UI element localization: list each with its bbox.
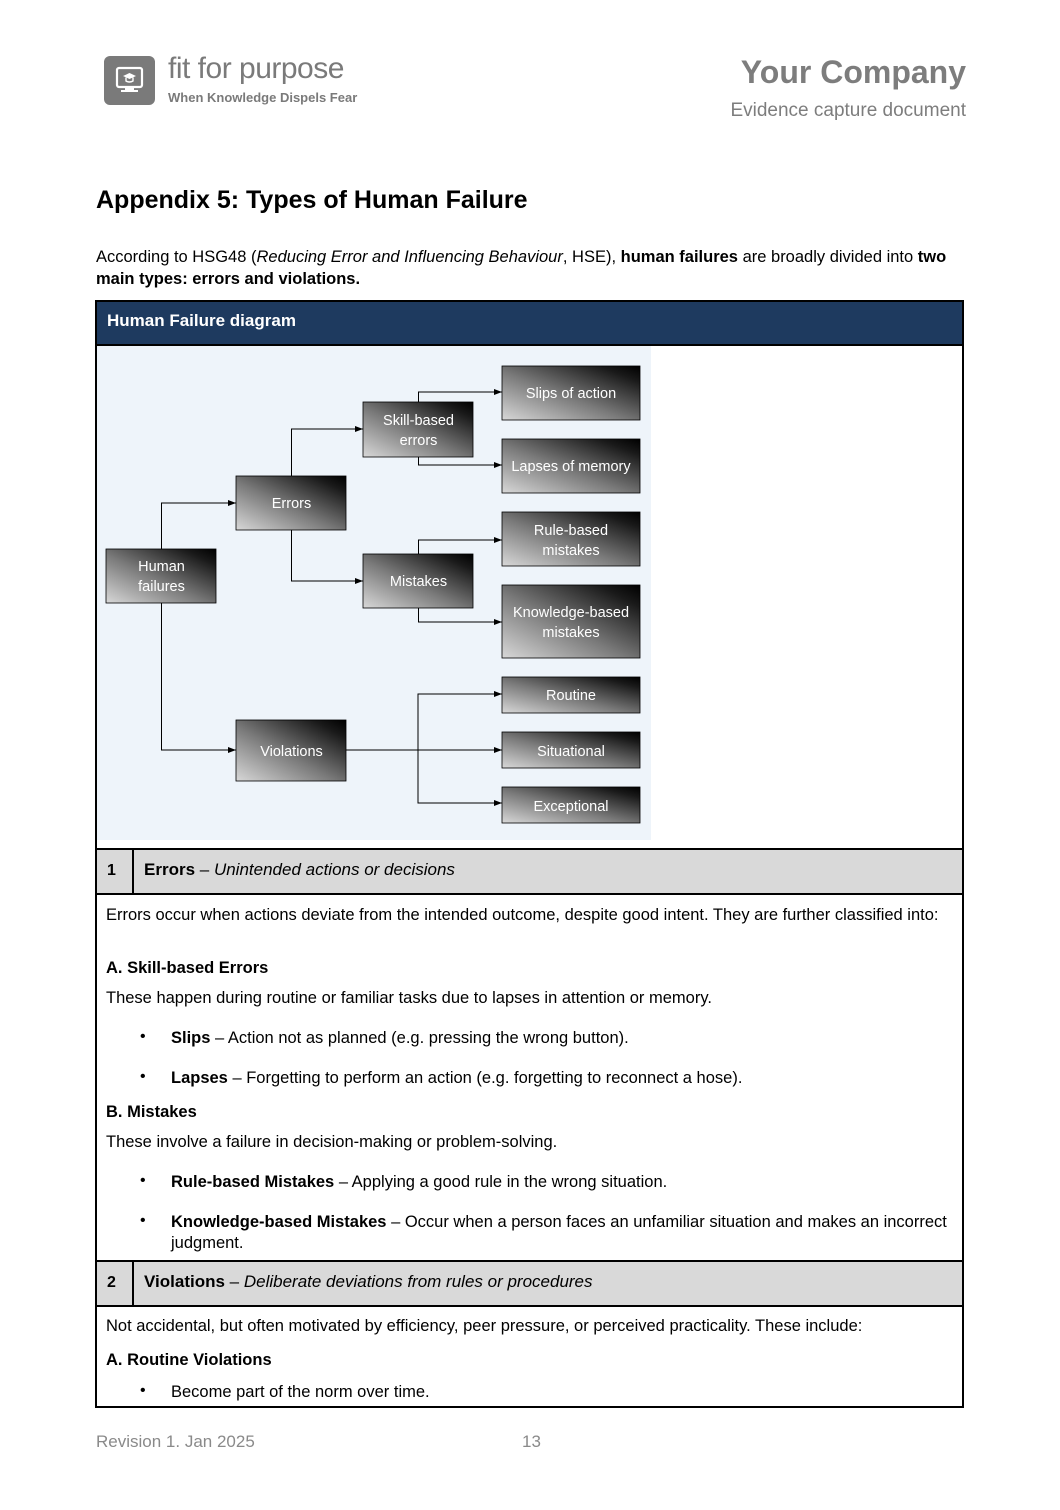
- section-title-bold: Errors: [144, 860, 196, 879]
- intro-bold: two main types: errors and violations.: [96, 248, 947, 288]
- bullet: •: [140, 1382, 146, 1399]
- node-label: Rule-based: [534, 523, 608, 539]
- violations-intro: Not accidental, but often motivated by e…: [106, 1317, 863, 1335]
- logo-name: fit for purpose: [168, 52, 344, 85]
- node-label: Lapses of memory: [511, 459, 631, 475]
- node-skill-based-errors: Skill-based errors: [362, 401, 474, 458]
- errors-intro: Errors occur when actions deviate from t…: [106, 906, 939, 924]
- node-label: Errors: [272, 496, 311, 512]
- node-label: errors: [400, 433, 438, 449]
- section-header-violations: [97, 1262, 962, 1305]
- node-label: Knowledge-based: [513, 605, 629, 621]
- bullet: •: [140, 1028, 146, 1045]
- row-divider: [95, 1260, 964, 1262]
- row-divider: [95, 848, 964, 850]
- list-item-text: – Occur when a person faces an unfamilia…: [171, 1213, 947, 1252]
- list-item-bold: Lapses: [171, 1069, 228, 1087]
- row-divider: [95, 893, 964, 895]
- intro-italic: Reducing Error and Influencing Behaviour: [256, 248, 563, 266]
- section-title-italic: Unintended actions or decisions: [213, 860, 455, 879]
- node-label: Human: [138, 559, 185, 575]
- section-header-errors: [97, 850, 962, 893]
- cell-divider: [132, 850, 134, 893]
- page-number: 13: [522, 1432, 541, 1451]
- mistakes-heading: B. Mistakes: [106, 1103, 197, 1121]
- table-title: Human Failure diagram: [107, 311, 296, 330]
- cell-divider: [132, 1262, 134, 1305]
- section-title: Errors – Unintended actions or decisions: [144, 860, 455, 880]
- section-title-dash: –: [195, 860, 214, 879]
- list-item-text: – Applying a good rule in the wrong situ…: [334, 1173, 668, 1191]
- list-item: Become part of the norm over time.: [171, 1383, 430, 1401]
- list-item: Knowledge-based Mistakes – Occur when a …: [171, 1212, 956, 1254]
- company-name: Your Company: [740, 54, 966, 90]
- list-item: Lapses – Forgetting to perform an action…: [171, 1068, 742, 1089]
- node-label: failures: [138, 579, 185, 595]
- node-rule-based-mistakes: Rule-based mistakes: [501, 511, 641, 567]
- node-knowledge-based-mistakes: Knowledge-based mistakes: [501, 584, 641, 659]
- human-failure-table: [95, 300, 964, 1408]
- mistakes-text: These involve a failure in decision-maki…: [106, 1133, 558, 1151]
- node-mistakes: Mistakes: [362, 553, 474, 609]
- node-errors: Errors: [235, 475, 347, 531]
- skill-based-text: These happen during routine or familiar …: [106, 989, 712, 1007]
- section-title-dash: –: [224, 1272, 244, 1291]
- footer-revision: Revision 1. Jan 2025: [96, 1432, 255, 1451]
- bullet: •: [140, 1212, 146, 1229]
- section-title-italic: Deliberate deviations from rules or proc…: [243, 1272, 593, 1291]
- document-type: Evidence capture document: [730, 100, 966, 121]
- intro-bold: human failures: [620, 248, 738, 266]
- node-label: Skill-based: [383, 413, 454, 429]
- node-situational: Situational: [501, 731, 641, 769]
- node-label: Slips of action: [526, 386, 616, 402]
- list-item-text: – Action not as planned (e.g. pressing t…: [210, 1029, 629, 1047]
- node-label: Mistakes: [390, 574, 447, 590]
- row-divider: [95, 344, 964, 346]
- node-label: Routine: [546, 688, 596, 704]
- list-item-bold: Rule-based Mistakes: [171, 1173, 335, 1191]
- diagram-connectors: [161, 389, 502, 806]
- node-exceptional: Exceptional: [501, 786, 641, 824]
- intro-text: are broadly divided into: [738, 248, 918, 266]
- node-label: mistakes: [542, 625, 599, 641]
- logo-icon: [104, 56, 155, 105]
- intro-text: , HSE),: [562, 248, 621, 266]
- list-item-text: – Forgetting to perform an action (e.g. …: [227, 1069, 743, 1087]
- skill-based-heading: A. Skill-based Errors: [106, 959, 269, 977]
- node-lapses-of-memory: Lapses of memory: [501, 438, 641, 494]
- node-routine: Routine: [501, 676, 641, 714]
- page-title: Appendix 5: Types of Human Failure: [96, 186, 528, 214]
- node-label: Exceptional: [534, 799, 609, 815]
- node-slips-of-action: Slips of action: [501, 365, 641, 421]
- section-number: 1: [107, 862, 116, 879]
- list-item-bold: Slips: [171, 1029, 211, 1047]
- node-label: Violations: [260, 744, 323, 760]
- list-item-bold: Knowledge-based Mistakes: [171, 1213, 387, 1231]
- logo-tagline: When Knowledge Dispels Fear: [168, 90, 358, 105]
- list-item: Rule-based Mistakes – Applying a good ru…: [171, 1172, 667, 1193]
- node-label: mistakes: [542, 543, 599, 559]
- intro-paragraph: According to HSG48 (Reducing Error and I…: [96, 246, 966, 290]
- routine-violations-heading: A. Routine Violations: [106, 1351, 272, 1369]
- table-title-bar: [97, 302, 962, 344]
- intro-text: According to HSG48 (: [96, 248, 257, 266]
- section-title: Violations – Deliberate deviations from …: [144, 1272, 593, 1292]
- node-label: Situational: [537, 744, 605, 760]
- node-human-failures: Human failures: [105, 548, 217, 604]
- list-item: Slips – Action not as planned (e.g. pres…: [171, 1028, 629, 1049]
- section-number: 2: [107, 1274, 116, 1291]
- row-divider: [95, 1305, 964, 1307]
- bullet: •: [140, 1068, 146, 1085]
- section-title-bold: Violations: [144, 1272, 225, 1291]
- node-violations: Violations: [235, 719, 347, 782]
- bullet: •: [140, 1172, 146, 1189]
